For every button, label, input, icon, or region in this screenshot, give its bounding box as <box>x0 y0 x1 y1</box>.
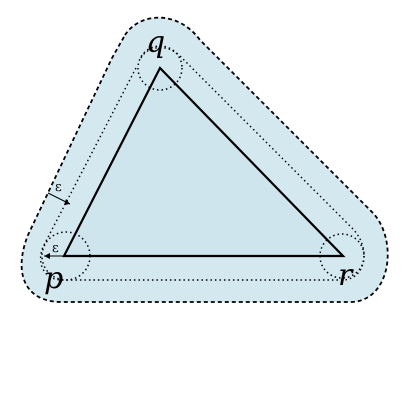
vertex-label-q: q <box>146 25 165 60</box>
triangle-pqr <box>62 66 346 258</box>
epsilon-marker-edge-arrowhead <box>64 199 70 205</box>
epsilon-marker-corner-arrowhead <box>44 253 50 259</box>
epsilon-label-corner: ε <box>52 241 59 256</box>
vertex-disk-r <box>319 233 365 279</box>
epsilon-label-edge: ε <box>55 180 62 195</box>
vertex-disk-q <box>137 45 183 91</box>
vertex-label-p: p <box>44 261 63 296</box>
vertex-label-r: r <box>338 258 354 293</box>
vertex-disk-p <box>41 231 91 281</box>
